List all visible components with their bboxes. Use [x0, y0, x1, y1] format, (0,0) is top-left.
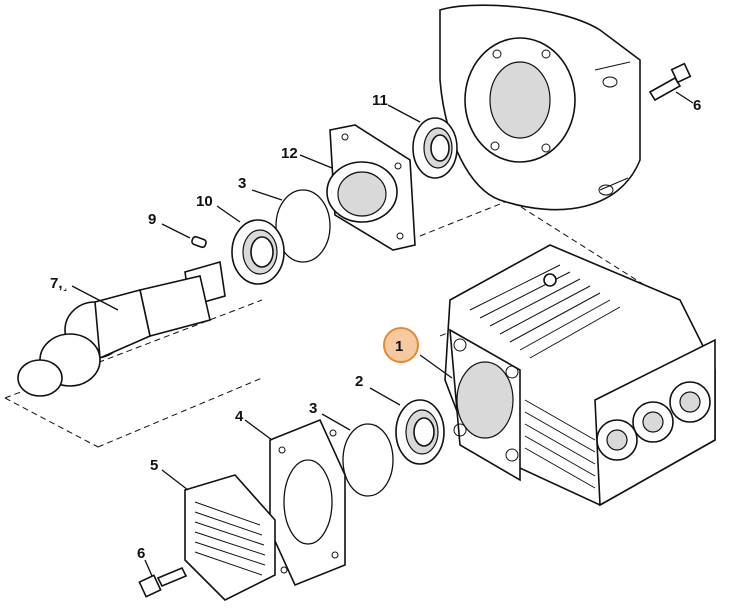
label-2: 2: [355, 373, 363, 390]
label-3-upper: 3: [238, 175, 246, 192]
label-11: 11: [372, 92, 388, 109]
label-6-lower: 6: [137, 545, 145, 562]
o-ring-3-lower: [321, 413, 394, 497]
label-7: 7,˼: [50, 275, 68, 292]
label-3-lower: 3: [309, 400, 317, 417]
label-6-top: 6: [693, 97, 701, 114]
bearing-2: [369, 387, 445, 465]
highlight-marker-1[interactable]: [383, 327, 419, 363]
label-1: 1: [395, 338, 403, 355]
assembly-outline: [4, 199, 666, 448]
label-4: 4: [235, 408, 244, 425]
label-5: 5: [150, 457, 158, 474]
pump-body-1: [419, 244, 716, 507]
bolt-6-lower: [138, 559, 188, 598]
bearing-10: [216, 205, 285, 285]
label-12: 12: [281, 145, 298, 162]
o-ring-3-upper: [251, 189, 331, 263]
seal-11: [387, 104, 458, 179]
gasket-4: [244, 418, 346, 587]
label-10: 10: [196, 193, 213, 210]
label-9: 9: [148, 211, 156, 228]
shaft-7: [17, 260, 226, 397]
cover-5: [161, 469, 276, 601]
motor-flange: [439, 4, 641, 211]
key-9: [161, 223, 207, 249]
bolt-6-top: [648, 62, 694, 104]
flange-housing-12: [299, 124, 416, 251]
